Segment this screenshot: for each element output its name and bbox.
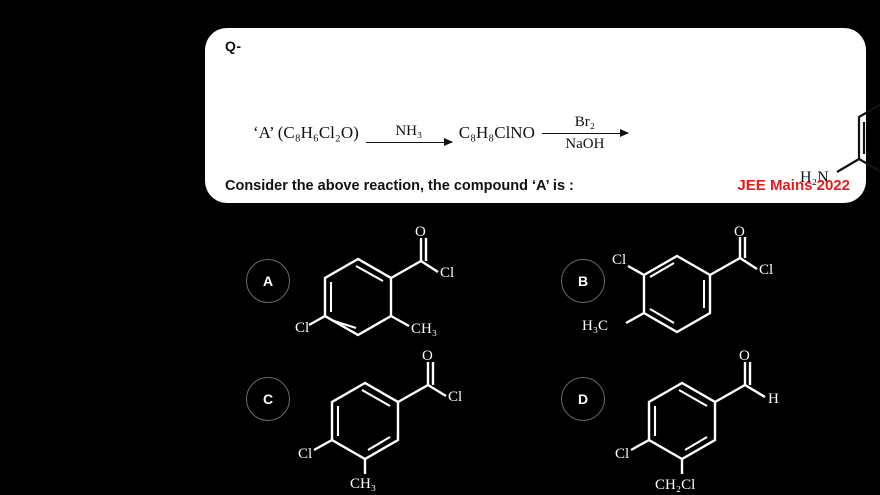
option-a-letter-badge[interactable]: A bbox=[246, 259, 290, 303]
arrow-1-shaft bbox=[365, 138, 453, 146]
question-number-label: Q- bbox=[225, 38, 242, 54]
arrow-2-condition-label: NaOH bbox=[565, 135, 605, 152]
option-c-structure[interactable]: O Cl Cl CH₃ bbox=[298, 348, 463, 492]
option-a-acyl-cl-label: Cl bbox=[440, 265, 454, 281]
option-c-methyl-label: CH₃ bbox=[350, 476, 376, 492]
arrow-2-shaft bbox=[541, 129, 629, 137]
option-b-carbonyl-o-label: O bbox=[734, 224, 745, 240]
intermediate-formula: C₈H₈ClNO bbox=[458, 123, 535, 142]
option-c-ring-cl-label: Cl bbox=[298, 446, 312, 462]
question-card: Q- ‘A’ (C₈H₆Cl₂O) NH₃ C₈H₈ClNO Br₂ NaOH bbox=[205, 28, 880, 203]
arrow-1-reagent-label: NH₃ bbox=[395, 122, 423, 139]
reaction-arrow-1: NH₃ bbox=[363, 102, 455, 164]
product-structure: CH₃ Cl H₂N bbox=[795, 58, 880, 198]
option-c-acyl-cl-label: Cl bbox=[448, 389, 462, 405]
option-d-aldehyde-h-label: H bbox=[768, 391, 779, 407]
reactant-formula: ‘A’ (C₈H₆Cl₂O) bbox=[253, 123, 359, 143]
product-amino-label: H₂N bbox=[800, 169, 829, 186]
option-b-ring-cl-label: Cl bbox=[612, 252, 626, 268]
option-d-letter: D bbox=[577, 391, 589, 407]
option-c-skeletal-formula: O Cl Cl CH₃ bbox=[298, 348, 462, 492]
option-c-letter-badge[interactable]: C bbox=[246, 377, 290, 421]
exam-source-badge: JEE Mains 2022 bbox=[737, 177, 850, 194]
option-d-carbonyl-o-label: O bbox=[739, 348, 750, 364]
reaction-scheme: ‘A’ (C₈H₆Cl₂O) NH₃ C₈H₈ClNO Br₂ NaOH bbox=[225, 88, 825, 178]
option-d-skeletal-formula: O H Cl CH₂Cl bbox=[615, 348, 779, 493]
reactant-formula-text: ‘A’ (C₈H₆Cl₂O) bbox=[253, 123, 359, 142]
option-d-chloromethyl-label: CH₂Cl bbox=[655, 477, 695, 493]
option-b-structure[interactable]: O Cl Cl H₃C bbox=[582, 224, 775, 337]
option-b-acyl-cl-label: Cl bbox=[759, 262, 773, 278]
arrow-2-reagent-label: Br₂ bbox=[574, 113, 595, 130]
option-c-carbonyl-o-label: O bbox=[422, 348, 433, 364]
option-a-methyl-label: CH₃ bbox=[411, 321, 437, 337]
question-prompt: Consider the above reaction, the compoun… bbox=[225, 178, 574, 194]
option-b-letter: B bbox=[577, 273, 589, 289]
product-skeletal-formula: CH₃ Cl H₂N bbox=[800, 103, 880, 186]
option-d-ring-cl-label: Cl bbox=[615, 446, 629, 462]
option-a-letter: A bbox=[262, 273, 274, 289]
option-a-skeletal-formula: O Cl Cl CH₃ bbox=[295, 224, 454, 337]
option-b-skeletal-formula: O Cl Cl H₃C bbox=[582, 224, 773, 334]
card-footer: Consider the above reaction, the compoun… bbox=[225, 177, 850, 194]
option-b-methyl-label: H₃C bbox=[582, 318, 608, 334]
option-c-letter: C bbox=[262, 391, 274, 407]
option-a-carbonyl-o-label: O bbox=[415, 224, 426, 240]
reaction-arrow-2: Br₂ NaOH bbox=[539, 102, 631, 164]
option-d-structure[interactable]: O H Cl CH₂Cl bbox=[615, 348, 790, 493]
option-b-letter-badge[interactable]: B bbox=[561, 259, 605, 303]
option-a-structure[interactable]: O Cl Cl CH₃ bbox=[295, 224, 455, 338]
option-a-ring-cl-label: Cl bbox=[295, 320, 309, 336]
option-d-letter-badge[interactable]: D bbox=[561, 377, 605, 421]
